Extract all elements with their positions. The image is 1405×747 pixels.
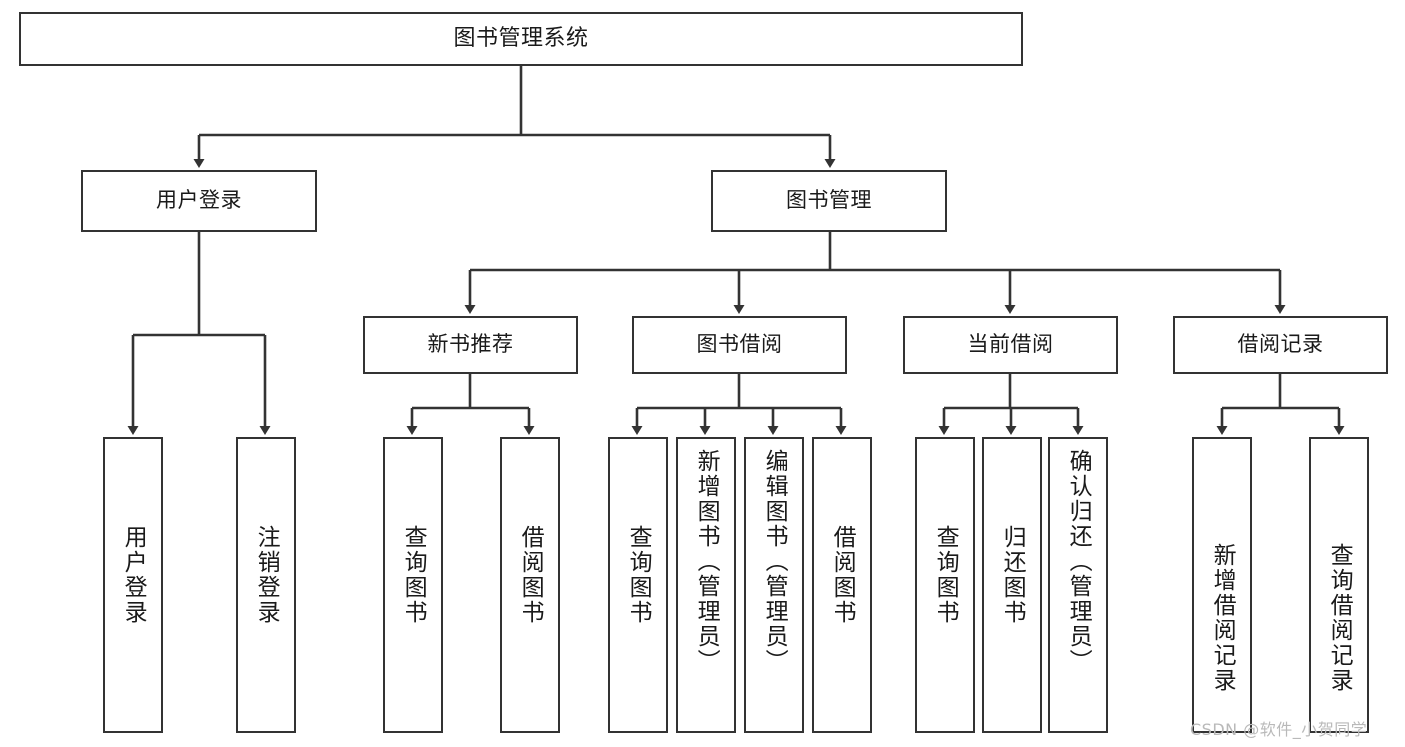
node-leaf-borrow-book-1[interactable]: 借阅图书 (500, 437, 560, 733)
node-label: 归还图书 (999, 525, 1026, 625)
node-leaf-logout-login[interactable]: 注销登录 (236, 437, 296, 733)
node-user-login[interactable]: 用户登录 (81, 170, 317, 232)
node-current-borrow[interactable]: 当前借阅 (903, 316, 1118, 374)
node-label: 注销登录 (253, 525, 280, 625)
node-borrow-record[interactable]: 借阅记录 (1173, 316, 1388, 374)
node-label: 查询借阅记录 (1326, 543, 1353, 693)
node-label: 新增图书（管理员） (693, 449, 720, 674)
node-label: 新书推荐 (427, 332, 514, 357)
node-label: 当前借阅 (967, 332, 1054, 357)
node-leaf-query-record[interactable]: 查询借阅记录 (1309, 437, 1369, 733)
node-book-management[interactable]: 图书管理 (711, 170, 947, 232)
node-label: 借阅图书 (517, 525, 544, 625)
node-label: 用户登录 (120, 525, 147, 625)
watermark-text: CSDN @软件_小贺同学 (1190, 720, 1368, 739)
node-leaf-confirm-return[interactable]: 确认归还（管理员） (1048, 437, 1108, 733)
node-label: 新增借阅记录 (1209, 543, 1236, 693)
node-new-book-recommend[interactable]: 新书推荐 (363, 316, 578, 374)
node-label: 查询图书 (625, 525, 652, 625)
node-leaf-add-book[interactable]: 新增图书（管理员） (676, 437, 736, 733)
node-label: 编辑图书（管理员） (761, 449, 788, 674)
node-label: 查询图书 (932, 525, 959, 625)
node-leaf-query-book-1[interactable]: 查询图书 (383, 437, 443, 733)
node-label: 用户登录 (156, 188, 242, 213)
node-leaf-add-record[interactable]: 新增借阅记录 (1192, 437, 1252, 733)
node-book-borrow[interactable]: 图书借阅 (632, 316, 847, 374)
node-leaf-query-book-3[interactable]: 查询图书 (915, 437, 975, 733)
node-label: 借阅记录 (1237, 332, 1324, 357)
node-root-system[interactable]: 图书管理系统 (19, 12, 1023, 66)
node-leaf-borrow-book-2[interactable]: 借阅图书 (812, 437, 872, 733)
node-label: 查询图书 (400, 525, 427, 625)
node-leaf-return-book[interactable]: 归还图书 (982, 437, 1042, 733)
node-label: 图书管理系统 (453, 25, 589, 51)
node-label: 确认归还（管理员） (1065, 449, 1092, 674)
node-label: 借阅图书 (829, 525, 856, 625)
node-leaf-user-login[interactable]: 用户登录 (103, 437, 163, 733)
node-label: 图书管理 (786, 188, 872, 213)
node-label: 图书借阅 (696, 332, 783, 357)
node-leaf-edit-book[interactable]: 编辑图书（管理员） (744, 437, 804, 733)
node-leaf-query-book-2[interactable]: 查询图书 (608, 437, 668, 733)
